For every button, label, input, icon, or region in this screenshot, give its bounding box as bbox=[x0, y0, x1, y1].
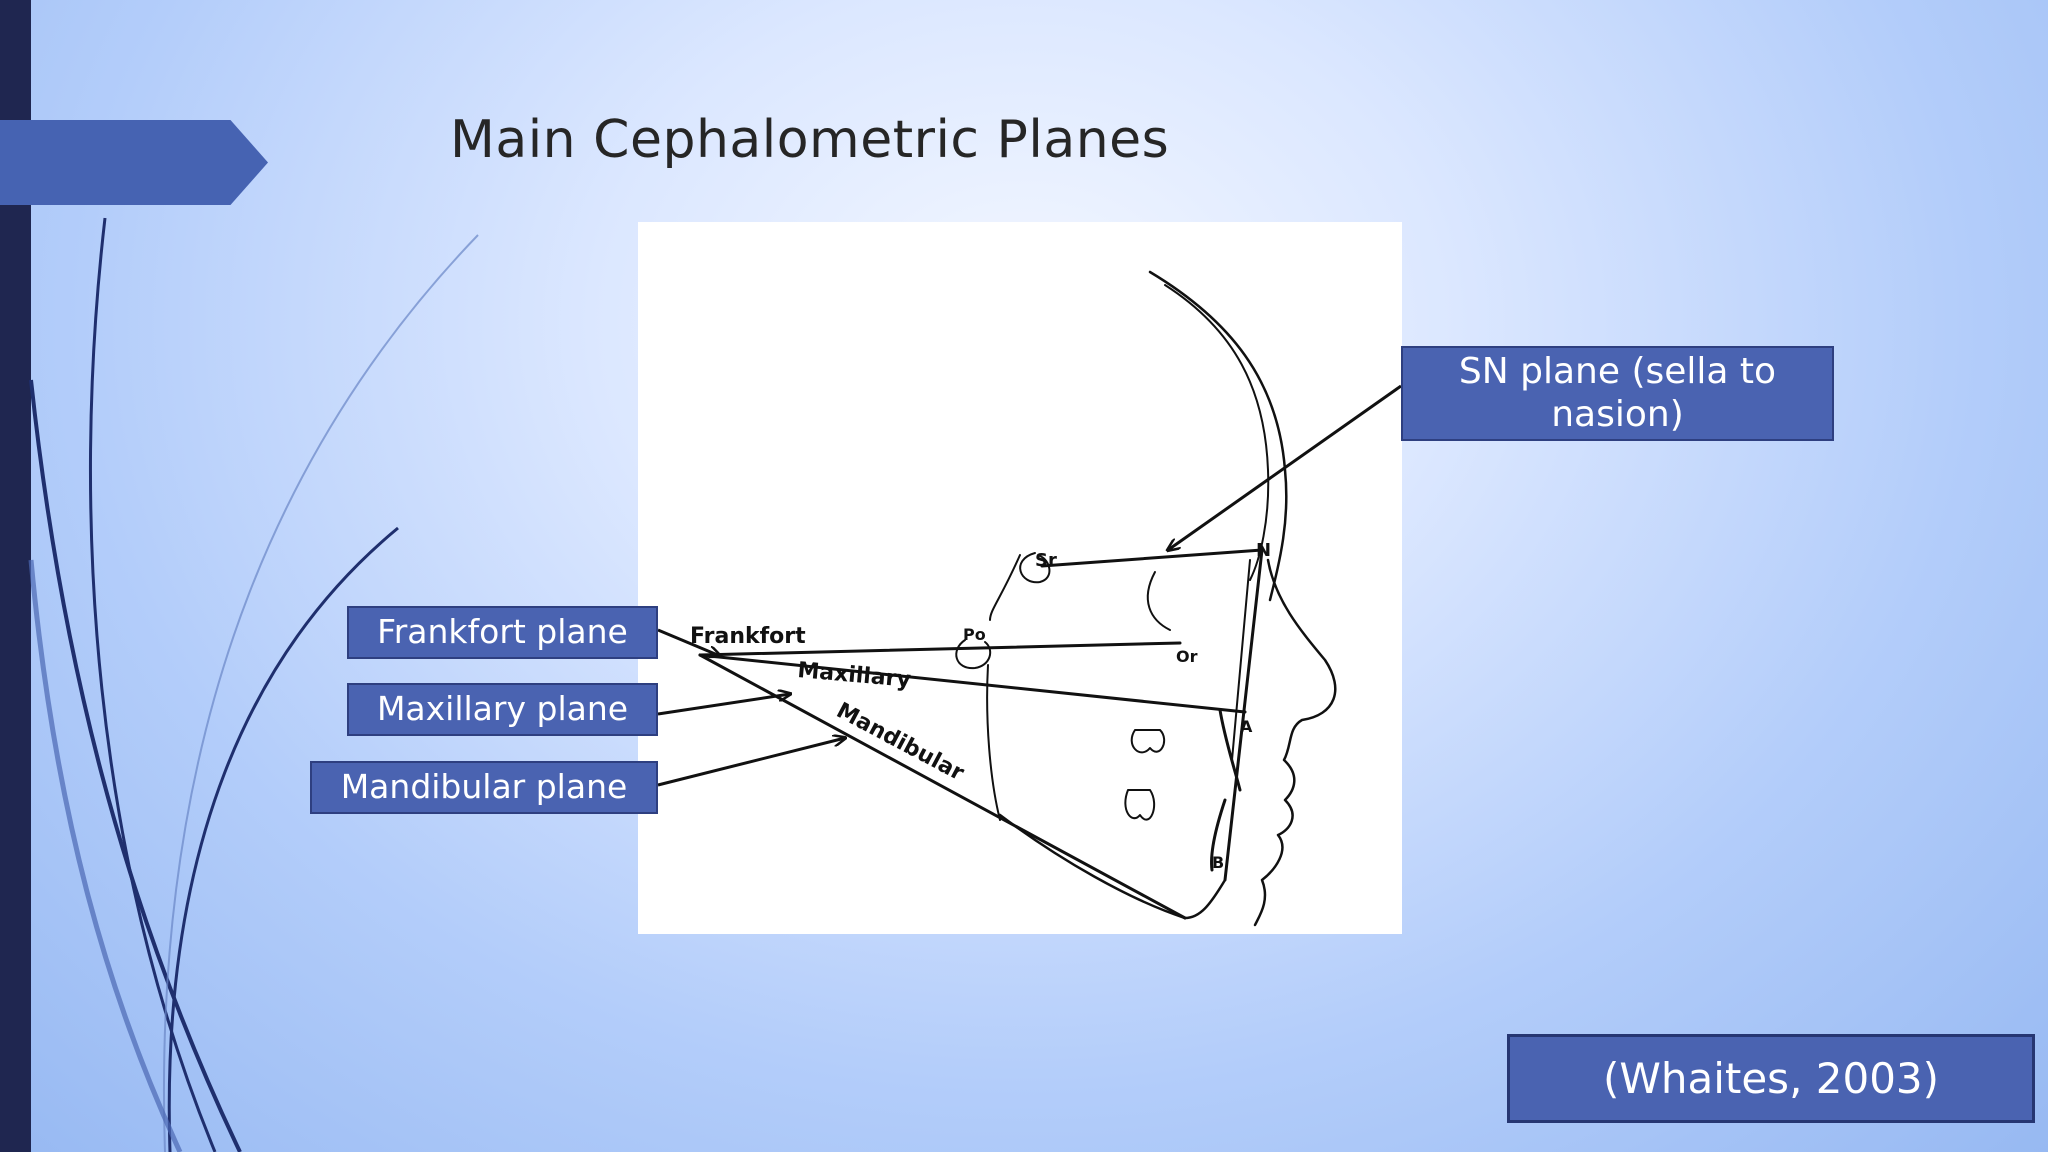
ear-rod bbox=[955, 639, 992, 670]
mandibular-plane-line bbox=[698, 653, 1187, 920]
drawing-label-maxillary: Maxillary bbox=[796, 658, 911, 693]
callout-frankfort-plane: Frankfort plane bbox=[347, 606, 658, 659]
maxillary-plane-line bbox=[698, 653, 1247, 714]
title-pentagon-marker bbox=[0, 120, 268, 205]
sella-turcica bbox=[1019, 552, 1051, 584]
sn-plane-line bbox=[1040, 548, 1264, 568]
facial-profile bbox=[1253, 558, 1337, 927]
molar-upper bbox=[1130, 729, 1166, 754]
arrow-sn bbox=[1168, 384, 1402, 550]
incisor-upper bbox=[1218, 708, 1242, 792]
callout-mandibular-plane: Mandibular plane bbox=[310, 761, 658, 814]
molar-lower bbox=[1124, 789, 1156, 821]
callout-sn-plane: SN plane (sella to nasion) bbox=[1401, 346, 1834, 441]
orbit bbox=[1146, 571, 1171, 631]
drawing-label-point-b: B bbox=[1212, 853, 1224, 872]
frankfort-plane-line bbox=[698, 641, 1182, 657]
drawing-label-porion: Po bbox=[963, 625, 986, 644]
cranium-outline bbox=[1148, 270, 1288, 602]
drawing-label-point-a: A bbox=[1240, 717, 1253, 736]
mandible-body bbox=[998, 813, 1227, 920]
facial-line-2 bbox=[1231, 559, 1251, 761]
drawing-label-orbitale: Or bbox=[1176, 647, 1198, 666]
incisor-lower bbox=[1210, 798, 1227, 872]
cranium-inner-outline bbox=[1164, 284, 1270, 581]
drawing-label-nasion: N bbox=[1256, 540, 1271, 561]
arrow-mandibular bbox=[657, 738, 845, 787]
drawing-label-mandibular: Mandibular bbox=[832, 698, 968, 786]
arrow-frankfort bbox=[657, 628, 720, 656]
drawing-label-frankfort: Frankfort bbox=[690, 624, 806, 649]
facial-line bbox=[1223, 548, 1264, 882]
slide-title: Main Cephalometric Planes bbox=[450, 110, 1170, 170]
drawing-label-sella: Sr bbox=[1035, 550, 1057, 571]
citation-box: (Whaites, 2003) bbox=[1507, 1034, 2035, 1123]
clinoid bbox=[989, 554, 1021, 621]
callout-maxillary-plane: Maxillary plane bbox=[347, 683, 658, 736]
ramus bbox=[986, 664, 1001, 821]
arrow-maxillary bbox=[657, 694, 790, 716]
